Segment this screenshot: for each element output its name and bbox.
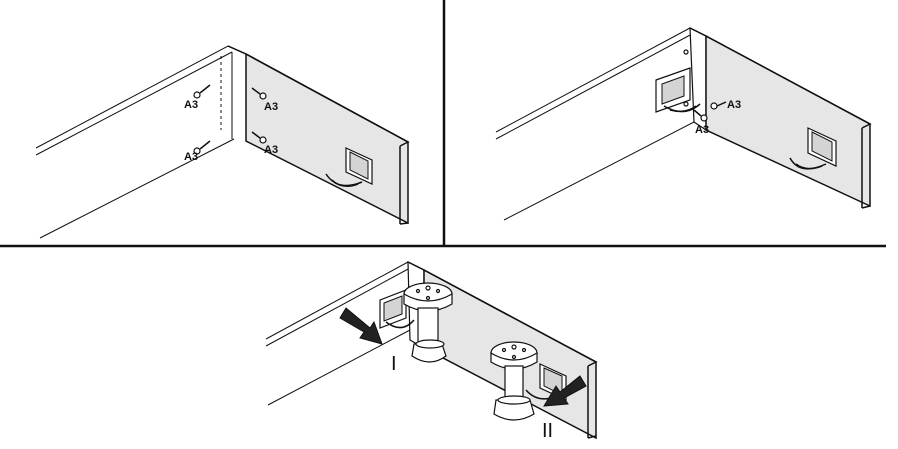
screw-label: A3 xyxy=(184,99,198,111)
bracket-icon xyxy=(325,147,373,187)
screw-label: A3 xyxy=(695,124,709,136)
arrow-icon xyxy=(339,307,383,345)
front-board xyxy=(245,52,409,225)
leg-foot-icon xyxy=(490,341,538,421)
front-board xyxy=(705,34,871,208)
screw-icon xyxy=(251,87,267,100)
bracket-icon xyxy=(655,49,701,113)
step-label-i: I xyxy=(391,353,397,375)
arrow-icon xyxy=(543,375,587,407)
bracket-icon xyxy=(789,127,837,170)
panel-top-left: A3 A3 A3 A3 xyxy=(35,45,410,239)
screw-label: A3 xyxy=(184,151,198,163)
screw-icon xyxy=(710,101,727,110)
panel-bottom: I II xyxy=(265,261,598,442)
screw-icon xyxy=(193,140,211,155)
screw-icon xyxy=(693,109,708,122)
leg-foot-icon xyxy=(403,282,453,363)
step-label-ii: II xyxy=(542,420,553,442)
screw-label: A3 xyxy=(727,99,741,111)
screw-label: A3 xyxy=(264,101,278,113)
screw-label: A3 xyxy=(264,144,278,156)
screw-icon xyxy=(193,84,211,99)
panel-top-right: A3 A3 xyxy=(495,27,872,221)
bracket-icon xyxy=(379,289,415,329)
screw-icon xyxy=(251,131,267,144)
